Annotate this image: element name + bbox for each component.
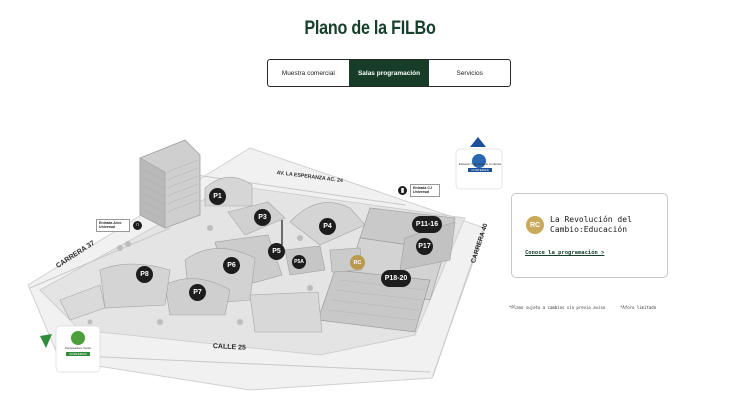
entrance-left-label: Entrada Arco Universal xyxy=(96,219,130,232)
pin-p5a[interactable]: P5A xyxy=(292,255,306,269)
pin-p7[interactable]: P7 xyxy=(189,284,206,301)
tab-servicios[interactable]: Servicios xyxy=(456,69,483,77)
tab-group: Muestra comercial Salas programación Ser… xyxy=(267,59,511,87)
pin-rc[interactable]: RC xyxy=(350,255,365,270)
parking-marker: Parqueadero Verde CORFERIAS xyxy=(38,322,102,379)
parking-pin-icon xyxy=(40,325,101,373)
pin-p17[interactable]: P17 xyxy=(416,238,433,255)
program-info-card: RC La Revolución del Cambio:Educación Co… xyxy=(511,193,668,278)
transmilenio-badge: Estación Transmilenio Corferias CORFERIA… xyxy=(458,162,502,187)
pin-p8[interactable]: P8 xyxy=(136,266,153,283)
entrance-top-right: ▮ Entrada CJ Universal xyxy=(398,184,440,197)
page-title: Plano de la FILBo xyxy=(304,18,436,39)
footnote-capacity: *Aforo limitado xyxy=(620,305,657,310)
entrance-left: Entrada Arco Universal ∩ xyxy=(96,219,142,232)
program-link[interactable]: Conoce la programación > xyxy=(525,250,605,256)
pin-p1[interactable]: P1 xyxy=(209,188,226,205)
pin-p3[interactable]: P3 xyxy=(254,209,271,226)
arch-icon: ∩ xyxy=(133,220,142,230)
parking-badge: Parqueadero Verde CORFERIAS xyxy=(58,346,98,371)
footnote-map-disclaimer: *Plano sujeto a cambios sin previo aviso xyxy=(509,305,606,310)
parking-badge-strip: CORFERIAS xyxy=(66,351,90,356)
transmilenio-station-marker: Estación Transmilenio Corferias CORFERIA… xyxy=(454,135,514,198)
tab-muestra-comercial[interactable]: Muestra comercial xyxy=(281,69,335,77)
pin-p11-16[interactable]: P11-16 xyxy=(412,216,442,233)
parking-badge-text: Parqueadero Verde xyxy=(64,346,92,350)
door-icon: ▮ xyxy=(398,185,407,195)
entrance-top-right-label: Entrada CJ Universal xyxy=(410,184,440,197)
pin-p5[interactable]: P5 xyxy=(268,243,285,260)
tab-salas-programacion[interactable]: Salas programación xyxy=(348,60,430,86)
pin-p4[interactable]: P4 xyxy=(319,218,336,235)
rc-badge-icon: RC xyxy=(526,216,544,234)
transmilenio-badge-text: Estación Transmilenio Corferias xyxy=(458,162,502,166)
program-title: La Revolución del Cambio:Educación xyxy=(550,215,632,234)
pin-p18-20[interactable]: P18-20 xyxy=(381,270,411,287)
transmilenio-badge-strip: CORFERIAS xyxy=(468,167,492,172)
pin-p6[interactable]: P6 xyxy=(223,257,240,274)
